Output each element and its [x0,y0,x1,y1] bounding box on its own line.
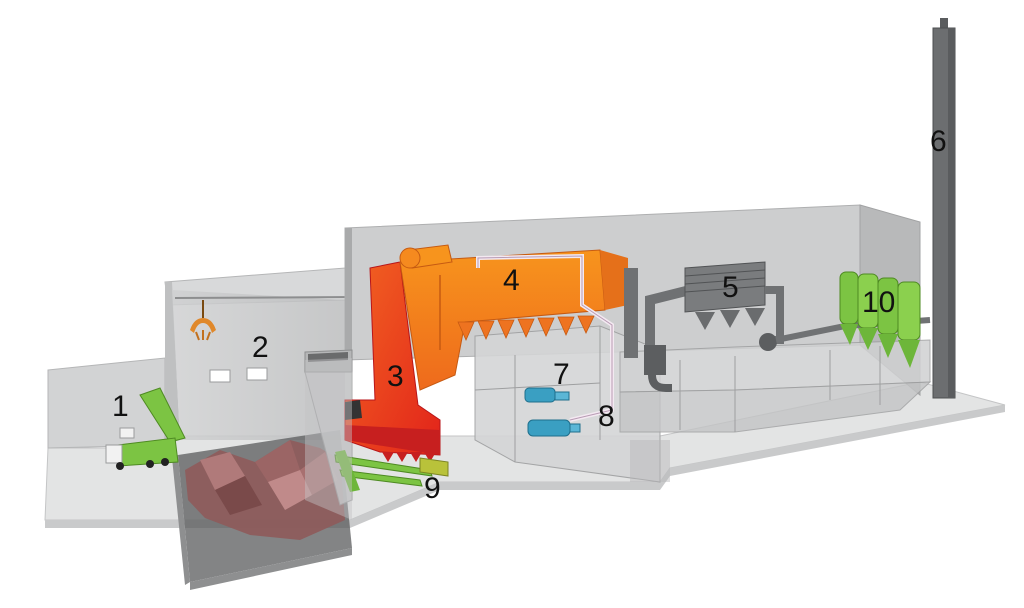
garbage-truck-icon [105,387,186,470]
label-7: 7 [553,358,570,391]
incineration-grate [344,261,441,462]
label-6: 6 [930,125,947,158]
boiler [399,244,628,391]
label-3: 3 [387,360,404,393]
label-8: 8 [598,400,615,433]
reagent-silos [839,271,921,368]
label-5: 5 [722,271,739,304]
label-2: 2 [252,331,269,364]
window [246,367,268,381]
label-1: 1 [112,390,129,423]
bunker-hall [164,267,359,445]
chimney-stack [932,18,956,399]
window [209,369,231,383]
label-4: 4 [503,264,520,297]
ash-conveyor [334,450,449,492]
label-9: 9 [424,472,441,505]
turbine-generator-icon [524,387,581,437]
waste-bunker [172,430,352,590]
bag-filter [684,261,784,351]
crane-grab-icon [190,300,216,341]
front-walls [305,358,670,520]
label-10: 10 [862,286,896,319]
